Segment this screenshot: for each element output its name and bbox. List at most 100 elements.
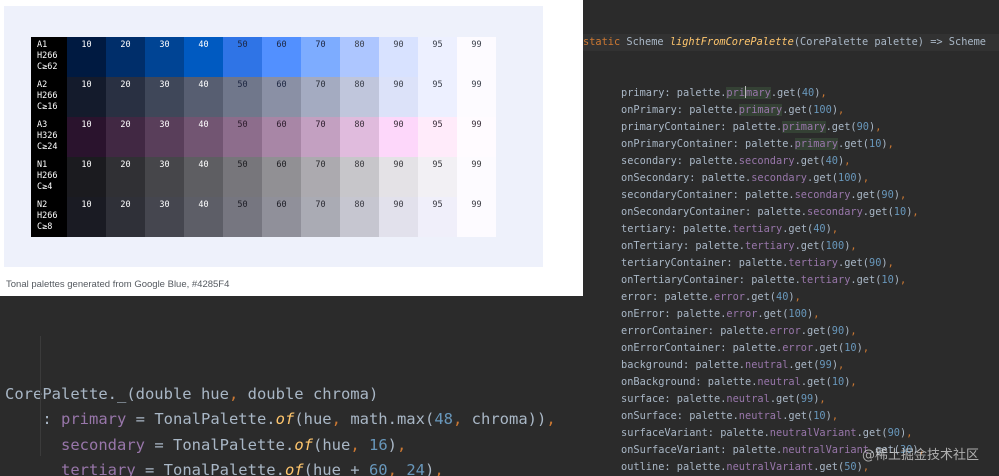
code-text: : palette. (676, 104, 739, 116)
comma: , (918, 444, 925, 456)
comma: , (820, 87, 827, 99)
code-token: math.max( (340, 410, 435, 428)
code-line: surface: palette.neutral.get(99), (583, 391, 999, 408)
code-line: onSurfaceVariant: palette.neutralVariant… (583, 442, 999, 459)
comma: , (844, 155, 851, 167)
code-line: background: palette.neutral.get(99), (583, 357, 999, 374)
scheme-code-editor[interactable]: static Scheme lightFromCorePalette(CoreP… (583, 0, 999, 476)
code-text: ) (881, 138, 888, 150)
tone-swatch: 90 (379, 37, 418, 77)
tone-swatch: 40 (184, 197, 223, 237)
palette-field: secondary (807, 206, 863, 218)
tone-swatch: 40 (184, 157, 223, 197)
comma: , (900, 274, 907, 286)
code-text: ) (856, 461, 863, 473)
code-token: = TonalPalette. (126, 410, 276, 428)
property-name: surface (621, 393, 665, 405)
property-name: onSurface (621, 410, 677, 422)
code-text: : palette. (707, 325, 770, 337)
code-text: .get( (757, 308, 789, 320)
code-text: .get( (782, 410, 814, 422)
code-token: chroma)) (462, 410, 547, 428)
tone-swatch: 90 (379, 77, 418, 117)
code-text: : palette. (676, 155, 739, 167)
code-text: : palette. (683, 359, 745, 371)
tone-swatch: 70 (301, 77, 340, 117)
code-lines: CorePalette._(double hue, double chroma)… (5, 382, 583, 476)
comma: , (862, 342, 870, 354)
property-name: onBackground (621, 376, 696, 388)
code-token: = TonalPalette. (135, 461, 285, 476)
tone-value: 40 (825, 155, 838, 167)
code-text: ) (900, 427, 907, 439)
tone-swatch: 30 (145, 197, 184, 237)
code-token: 16 (369, 435, 388, 454)
palette-field: error (782, 342, 814, 354)
code-text: .get( (788, 359, 820, 371)
code-line: onError: palette.error.get(100), (583, 306, 999, 323)
tone-swatch: 60 (262, 197, 301, 237)
tone-swatch: 80 (340, 117, 379, 157)
code-text: .get( (769, 393, 801, 405)
code-token (360, 436, 369, 454)
code-text: .get( (813, 342, 845, 354)
tone-swatch: 40 (184, 77, 223, 117)
code-text: ) (788, 291, 795, 303)
code-text: ) (869, 121, 876, 133)
tone-swatch: 30 (145, 77, 184, 117)
tone-value: 10 (813, 410, 826, 422)
tone-value: 90 (856, 121, 870, 133)
tone-value: 40 (776, 291, 789, 303)
tone-swatch: 70 (301, 197, 340, 237)
palette-field: neutral (738, 410, 783, 422)
code-text: ) (856, 342, 863, 354)
comma: , (912, 206, 919, 218)
corepalette-code-editor[interactable]: CorePalette._(double hue, double chroma)… (0, 296, 583, 476)
code-line: onErrorContainer: palette.error.get(10), (583, 340, 999, 357)
tone-swatch: 20 (106, 197, 145, 237)
tone-swatch: 50 (223, 157, 262, 197)
code-text: ) (906, 206, 913, 218)
code-text: : palette. (664, 308, 727, 320)
tone-swatch: 99 (457, 157, 496, 197)
code-text: : palette. (652, 291, 714, 303)
code-line: onTertiary: palette.tertiary.get(100), (583, 238, 999, 255)
code-text: : palette. (732, 138, 795, 150)
comma: , (862, 461, 870, 473)
keyword-static: static (583, 36, 621, 48)
code-token: of (275, 410, 295, 428)
code-text: : palette. (670, 223, 733, 235)
tone-swatch: 50 (223, 77, 262, 117)
comma: , (900, 189, 907, 201)
palette-field: neutralVariant (769, 427, 857, 439)
indent-guide (40, 336, 41, 456)
code-text: .get( (807, 172, 838, 184)
palette-field: secondary (794, 189, 851, 201)
code-token: : (5, 410, 61, 428)
code-text: .get( (856, 427, 888, 439)
code-text: .get( (794, 155, 826, 167)
tone-swatch: 20 (106, 157, 145, 197)
tone-swatch: 60 (262, 157, 301, 197)
tone-swatch: 95 (418, 157, 457, 197)
property-name: onErrorContainer (621, 342, 721, 354)
code-token: ) (387, 435, 398, 454)
property-name: onPrimaryContainer (621, 138, 733, 150)
property-name: onSurfaceVariant (621, 444, 721, 456)
code-text: .get( (813, 461, 845, 473)
code-token: , (350, 435, 360, 454)
tone-swatch: 90 (379, 197, 418, 237)
comma: , (850, 325, 857, 337)
property-name: onTertiary (621, 240, 683, 252)
code-token: , (331, 410, 341, 428)
comma: , (813, 308, 820, 320)
comma: , (819, 393, 826, 405)
tone-swatch: 40 (184, 117, 223, 157)
code-text: .get( (862, 206, 894, 218)
property-name: onError (621, 308, 665, 320)
palette-field: error (714, 291, 745, 303)
property-name: onSecondary (621, 172, 690, 184)
code-line: primaryContainer: palette.primary.get(90… (583, 119, 999, 136)
tone-value: 99 (819, 359, 832, 371)
